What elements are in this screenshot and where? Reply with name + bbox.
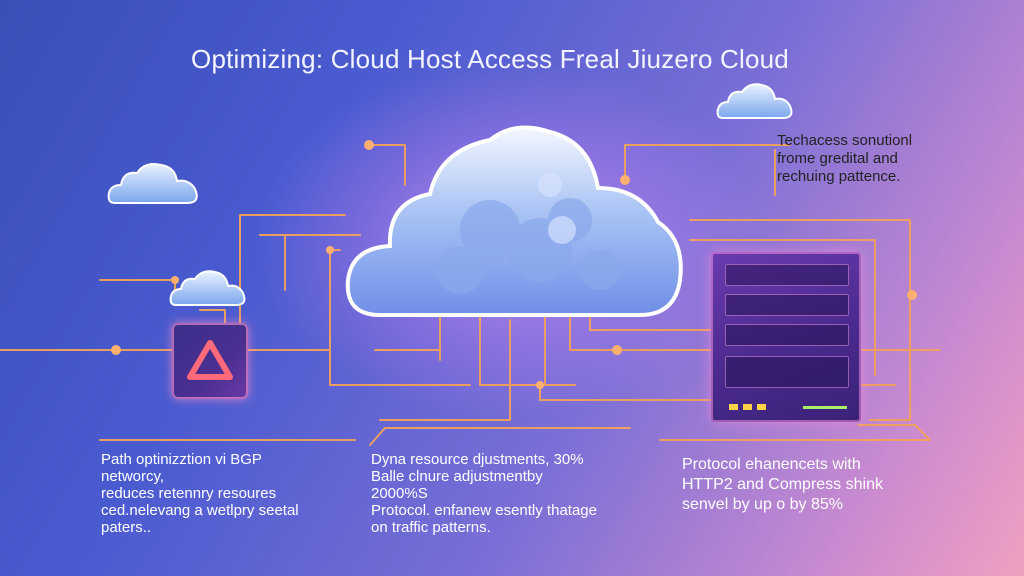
server-slot xyxy=(725,356,849,388)
note-top-right: Techacess sonutionl frome gredital and r… xyxy=(777,132,913,185)
server-slot xyxy=(725,324,849,346)
server-led xyxy=(743,404,752,410)
server-led xyxy=(729,404,738,410)
server-slot xyxy=(725,294,849,316)
small-cloud-mid xyxy=(169,270,246,306)
cloud-icon xyxy=(345,125,683,317)
server-led xyxy=(757,404,766,410)
small-cloud-left xyxy=(107,163,198,204)
server-status-bar xyxy=(803,406,847,409)
page-title: Optimizing: Cloud Host Access Freal Jiuz… xyxy=(191,44,789,74)
server-slot xyxy=(725,264,849,286)
note-middle: Dyna resource djustments, 30% Balle clnu… xyxy=(371,451,597,536)
note-left: Path optinizztion vi BGP networcy, reduc… xyxy=(101,451,299,536)
app-node xyxy=(172,323,248,399)
server-rack-icon xyxy=(711,252,861,422)
triangle-recycle-icon xyxy=(187,340,233,380)
small-cloud-right xyxy=(716,83,793,119)
note-right: Protocol ehanencets with HTTP2 and Compr… xyxy=(682,456,883,513)
